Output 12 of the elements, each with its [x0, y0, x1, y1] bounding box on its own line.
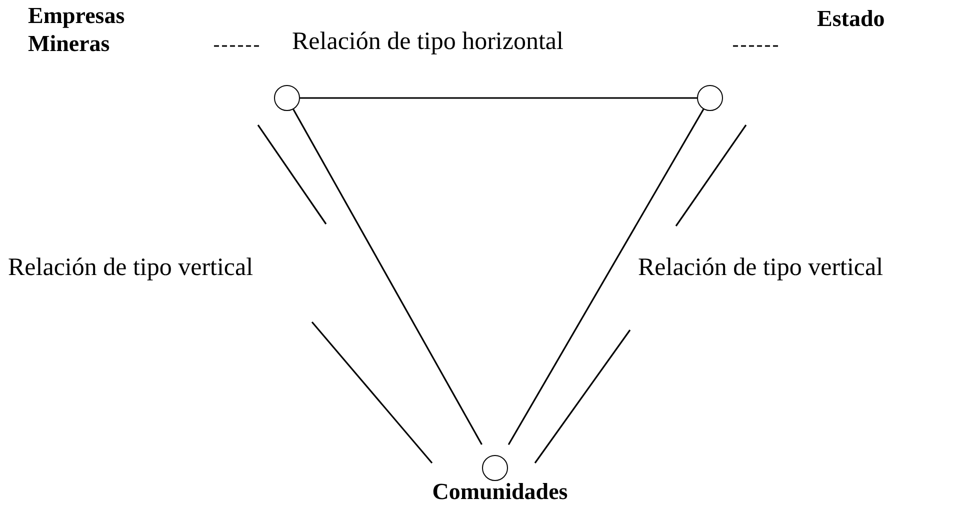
relation-label: Relación de tipo vertical: [8, 253, 254, 283]
relation-label: Empresas Mineras: [28, 2, 126, 58]
relation-label: Relación de tipo vertical: [638, 253, 884, 283]
relation-label: Estado: [817, 5, 885, 33]
node-circle: [482, 455, 508, 481]
connector-line: [292, 108, 482, 445]
node-circle: [697, 85, 723, 111]
node-circle: [274, 85, 300, 111]
connector-line: [300, 97, 697, 99]
relation-label: Relación de tipo horizontal: [292, 27, 564, 57]
connector-line: [508, 108, 704, 446]
actor-label: Comunidades: [431, 478, 569, 506]
